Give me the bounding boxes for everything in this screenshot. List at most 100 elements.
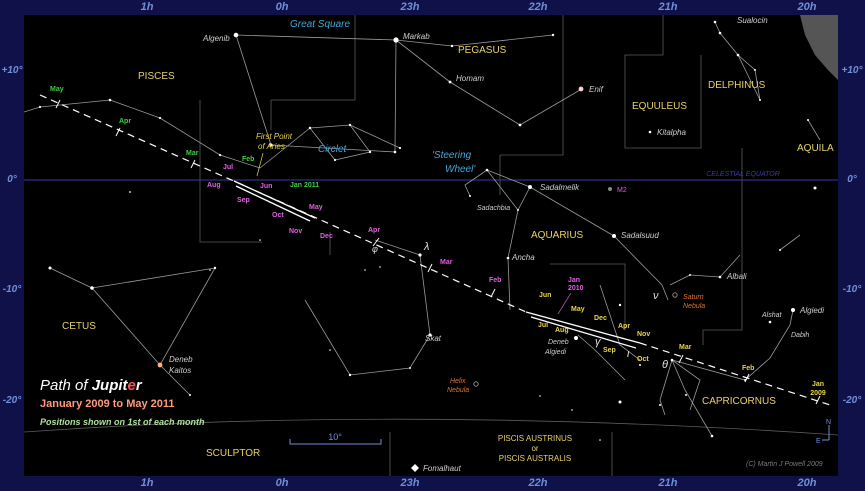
algenib-label: Algenib — [202, 34, 230, 43]
asterism-names: Great Square Circlet 'Steering Wheel' — [290, 19, 476, 175]
label-may-2009: May — [571, 306, 585, 313]
fomalhaut-star — [411, 464, 419, 472]
label-oct-2009: Oct — [637, 356, 649, 363]
deneb-algiedi-label-1: Deneb — [548, 339, 569, 346]
steering-wheel-label-1: 'Steering — [432, 150, 472, 161]
jan-2010-pointer — [557, 292, 572, 315]
deneb-algiedi-label-2: Algiedi — [544, 349, 566, 356]
steering-wheel-label-2: Wheel' — [445, 164, 476, 175]
ancha-label: Ancha — [511, 253, 535, 262]
ra-label-23h-bottom: 23h — [400, 477, 420, 489]
label-dec-2009: Dec — [594, 315, 607, 322]
helix-nebula-symbol — [473, 381, 479, 387]
month-labels-2011: May Apr Mar Feb Jan 2011 — [50, 86, 319, 189]
jupiter-path — [39, 94, 831, 406]
ra-label-22h-top: 22h — [528, 1, 548, 13]
label-mar-2009: Mar — [679, 344, 692, 351]
stars — [38, 20, 817, 441]
nu-label: ν — [653, 290, 659, 302]
label-feb-2009: Feb — [742, 365, 754, 372]
label-nov-2009: Nov — [637, 331, 650, 338]
label-mar-2011: Mar — [186, 150, 199, 157]
dec-label-plus10-right: +10° — [841, 65, 863, 76]
label-may-2010: May — [309, 204, 323, 211]
star-map: CELESTIAL EQUATOR — [24, 15, 838, 476]
dec-label-minus10-right: -10° — [842, 284, 862, 295]
dec-label-0-left: 0° — [7, 174, 17, 185]
delphinus-label: DELPHINUS — [708, 80, 766, 91]
jupiter-path-dashed-2011 — [39, 94, 246, 187]
label-jun-2010: Jun — [260, 183, 272, 190]
piscis-austrinus-label: PISCIS AUSTRINUS — [498, 434, 572, 443]
label-jun-2009: Jun — [539, 292, 551, 299]
scale-label: 10° — [328, 432, 342, 442]
chart-subtitle: January 2009 to May 2011 — [40, 398, 175, 410]
kitalpha-label: Kitalpha — [657, 128, 686, 137]
albali-label: Albali — [726, 272, 747, 281]
jupiter-path-dashed-2009 — [639, 342, 831, 406]
lambda-label: λ — [423, 241, 429, 253]
month-labels-2010: Jan Jul Aug Jun Sep May Oct Nov Dec Apr … — [207, 164, 580, 284]
label-jan-2009: Jan — [812, 381, 824, 388]
label-mar-2010: Mar — [440, 259, 453, 266]
circlet-label: Circlet — [318, 144, 348, 155]
compass: N E — [816, 419, 831, 445]
dec-label-plus10-left: +10° — [1, 65, 23, 76]
label-may-2011: May — [50, 86, 64, 93]
label-jan-2009-year: 2009 — [810, 390, 826, 397]
nebula-labels: Saturn Nebula Helix Nebula — [447, 294, 705, 394]
equuleus-label: EQUULEUS — [632, 101, 687, 112]
first-point-label-1: First Point — [256, 132, 293, 141]
label-jan-2010-a: Jan — [568, 277, 580, 284]
label-jul-2010: Jul — [223, 164, 233, 171]
compass-e: E — [816, 438, 821, 445]
skat-label: Skat — [425, 334, 442, 343]
ra-label-21h-bottom: 21h — [658, 477, 678, 489]
label-nov-2010: Nov — [289, 228, 302, 235]
alshat-label: Alshat — [761, 312, 783, 319]
label-oct-2010: Oct — [272, 212, 284, 219]
ra-label-20h-bottom: 20h — [797, 477, 817, 489]
deneb-kaitos-label-1: Deneb — [169, 355, 193, 364]
sadalsuud-label: Sadalsuud — [621, 231, 659, 240]
copyright-label: (C) Martin J Powell 2009 — [746, 461, 823, 468]
ra-label-1h-top: 1h — [140, 1, 154, 13]
title-block: Path of Jupiter — [40, 377, 142, 394]
first-point-pointer — [256, 152, 264, 177]
chart-title: Path of Jupiter — [40, 377, 142, 394]
piscis-australis-label: PISCIS AUSTRALIS — [499, 454, 571, 463]
label-jul-2009: Jul — [538, 322, 548, 329]
helix-nebula-label-2: Nebula — [447, 387, 469, 394]
sadachbia-label: Sadachbia — [477, 205, 510, 212]
milky-way-patch — [800, 15, 838, 80]
jupiter-loop-2009 — [525, 311, 641, 349]
month-ticks — [55, 99, 821, 405]
dec-label-0-right: 0° — [847, 174, 857, 185]
label-aug-2009: Aug — [555, 327, 569, 334]
label-jan-2010-year: 2010 — [568, 285, 584, 292]
dec-label-minus20-right: -20° — [842, 395, 862, 406]
label-sep-2009: Sep — [603, 347, 616, 354]
piscis-or-label: or — [531, 444, 538, 453]
saturn-nebula-label-2: Nebula — [683, 303, 705, 310]
algiedi-label: Algiedi — [799, 306, 824, 315]
constellation-names: PISCES PEGASUS EQUULEUS DELPHINUS AQUILA… — [62, 45, 834, 463]
label-apr-2010: Apr — [368, 227, 380, 234]
scale-bar: 10° — [289, 432, 382, 445]
ra-label-0h-bottom: 0h — [275, 477, 289, 489]
m2-symbol — [608, 187, 612, 191]
jupiter-loop-2010 — [233, 180, 316, 222]
helix-nebula-label-1: Helix — [450, 378, 466, 385]
homam-label: Homam — [456, 74, 484, 83]
phi-label: φ — [372, 244, 378, 254]
ra-label-23h-top: 23h — [400, 1, 420, 13]
constellation-boundaries — [24, 15, 838, 476]
pegasus-label: PEGASUS — [458, 45, 507, 56]
sculptor-label: SCULPTOR — [206, 448, 260, 459]
ra-label-0h-top: 0h — [275, 1, 289, 13]
markab-label: Markab — [403, 32, 430, 41]
aquila-label: AQUILA — [797, 143, 834, 154]
sadalmelik-label: Sadalmelik — [540, 183, 580, 192]
m2-label: M2 — [617, 187, 627, 194]
title-planet: Jupiter — [91, 377, 142, 394]
